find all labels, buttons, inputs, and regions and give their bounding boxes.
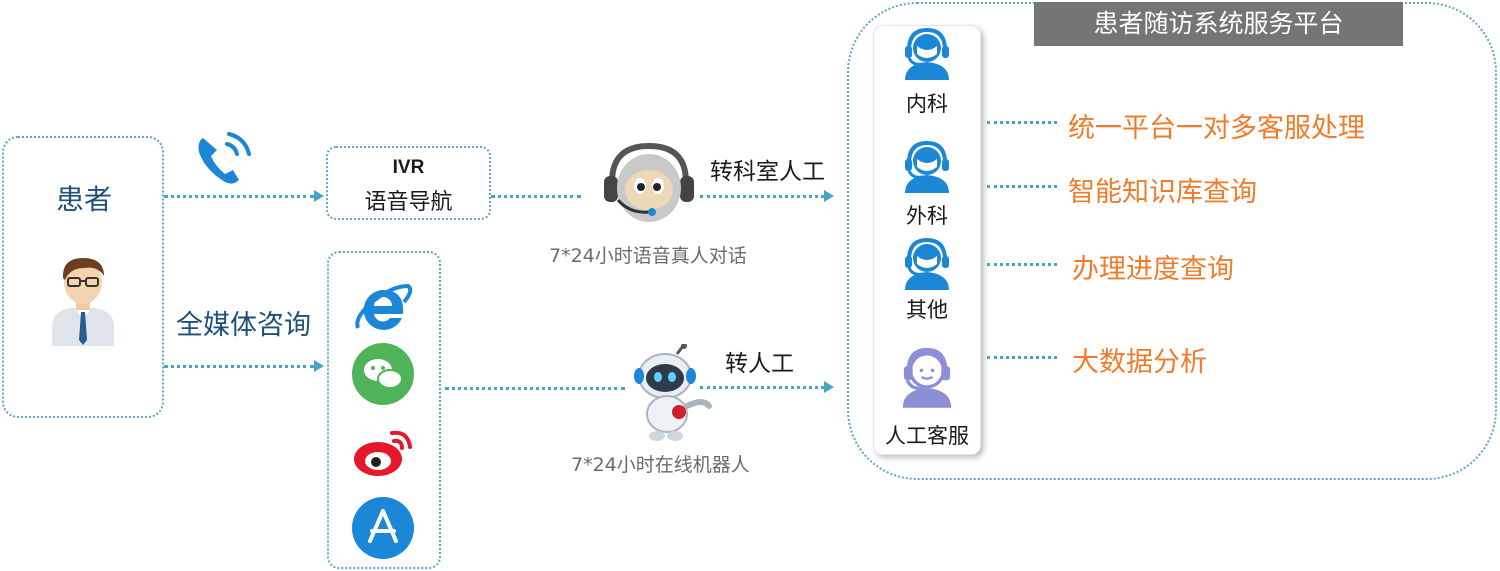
app-store-icon [352,497,414,559]
connector-online-platform [700,386,824,389]
ie-browser-icon [355,283,413,330]
department-label: 内科 [906,92,948,116]
connector-feature-2 [987,185,1057,188]
media-label: 全媒体咨询 [176,310,311,341]
connector-feature-4 [987,356,1057,359]
weibo-icon [354,430,412,476]
agent-headset-icon [905,27,949,80]
route-voice-caption: 7*24小时语音真人对话 [549,245,747,267]
phone-call-icon [198,132,251,184]
patient-avatar-icon [52,258,114,346]
department-label: 人工客服 [885,424,969,448]
ivr-title: IVR [392,157,425,178]
voice-robot-icon [604,142,694,222]
department-label: 外科 [906,204,948,228]
feature-label: 智能知识库查询 [1068,177,1257,208]
route-online-caption: 7*24小时在线机器人 [571,454,750,476]
connector-media-robot [445,387,625,390]
feature-label: 办理进度查询 [1072,254,1234,285]
department-label: 其他 [906,298,948,322]
feature-label: 大数据分析 [1072,347,1207,378]
route-voice-label: 转科室人工 [710,159,825,185]
agent-headset-icon [905,237,949,290]
wechat-icon [352,343,414,405]
ivr-subtitle: 语音导航 [364,190,453,215]
connector-voice-platform [700,195,824,198]
arrow-patient-ivr [314,190,324,202]
connector-patient-media [164,365,314,368]
arrow-patient-media [314,360,324,372]
online-robot-icon [634,344,712,441]
arrow-voice-platform [824,190,834,202]
connector-feature-3 [987,263,1057,266]
customer-service-icon [902,347,952,408]
connector-feature-1 [987,121,1057,124]
connector-ivr-robot [491,195,581,198]
agent-headset-icon [905,140,949,193]
connector-patient-ivr [164,195,314,198]
patient-label: 患者 [55,183,112,216]
arrow-online-platform [824,381,834,393]
feature-label: 统一平台一对多客服处理 [1068,113,1365,144]
ivr-box [326,146,491,220]
route-online-label: 转人工 [725,351,794,377]
platform-title: 患者随访系统服务平台 [1034,2,1403,46]
